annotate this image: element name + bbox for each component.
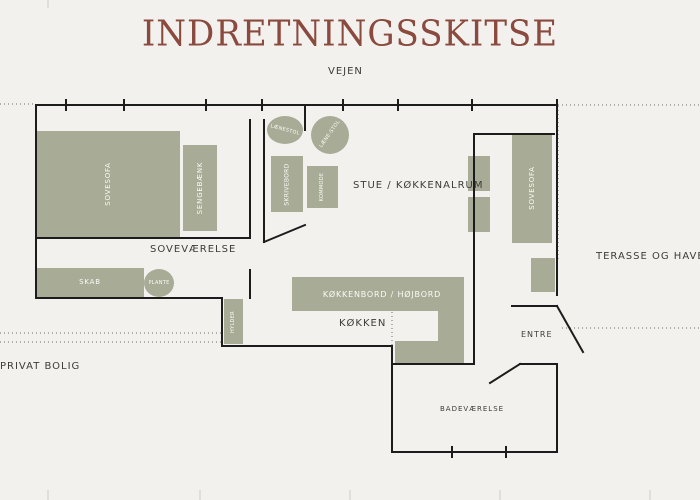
counter-label: KØKKENBORD / HØJBORD [322,290,442,299]
road-label: VEJEN [328,66,363,77]
wardrobe [36,268,144,297]
walls [35,104,585,453]
window-marks [65,99,558,458]
dresser [307,166,338,208]
shelves-label: HYLDER [230,311,236,333]
entry-cabinet [531,258,555,292]
armchair-2 [311,116,349,154]
armchair-1 [267,116,303,144]
terrace-label: TERASSE OG HAVE [596,251,700,262]
bench [183,145,217,231]
bedroom-label: SOVEVÆRELSE [150,244,237,255]
sofa-bed-left-label: SOVESOFA [104,162,112,206]
sofa-bed-right-label: SOVESOFA [528,166,536,210]
plant-label: PLANTE [148,280,170,286]
sofa-bed-right [512,135,552,243]
desk-label: SKRIVEBORD [283,163,291,206]
bathroom-label: BADEVÆRELSE [440,405,505,413]
private-label: PRIVAT BOLIG [0,361,81,372]
grid-marks [47,0,651,500]
living-table-2 [468,197,490,232]
wardrobe-label: SKAB [79,278,101,286]
kitchen-counter [292,277,464,364]
living-label: STUE / KØKKENALRUM [353,180,484,191]
shelves [224,299,243,344]
plant [144,269,174,297]
sofa-bed-left [36,131,180,238]
furniture-shapes [36,116,555,364]
kitchen-label: KØKKEN [339,318,387,329]
desk [271,156,303,212]
page-title: INDRETNINGSSKITSE [141,13,559,55]
dresser-label: KOMMODE [319,172,325,202]
entry-label: ENTRE [521,330,553,339]
bench-label: SENGEBÆNK [196,161,204,215]
